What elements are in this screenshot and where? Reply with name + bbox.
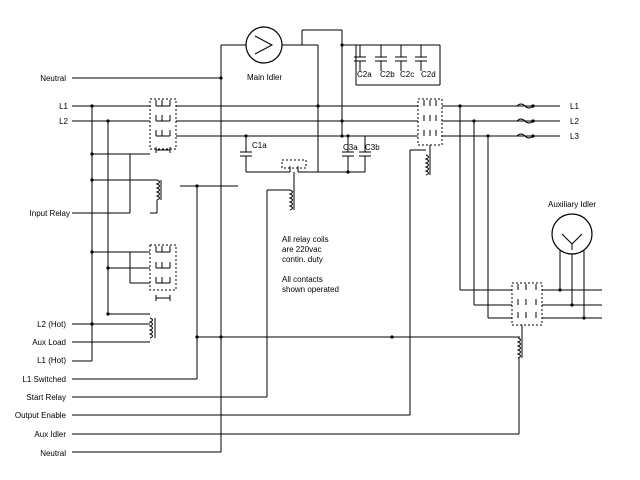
aux-enable-line	[180, 184, 520, 379]
note-line-4: All contacts	[282, 275, 323, 284]
label-output-enable: Output Enable	[15, 411, 67, 420]
label-aux-load: Aux Load	[32, 338, 66, 347]
label-l1-right: L1	[570, 102, 579, 111]
notes-block: All relay coils are 220vac contin. duty …	[282, 235, 339, 294]
label-l2-left: L2	[59, 117, 68, 126]
label-main-idler: Main Idler	[247, 73, 282, 82]
aux-relay-coil	[148, 317, 156, 339]
c1a-capacitor	[240, 134, 282, 173]
label-l2-hot: L2 (Hot)	[37, 320, 66, 329]
left-input-wires	[72, 77, 519, 453]
component-labels: Main Idler Auxiliary Idler C2a C2b C2c C…	[247, 70, 596, 209]
aux-feed-lines	[458, 104, 512, 319]
label-c3a: C3a	[343, 143, 358, 152]
label-l1-hot: L1 (Hot)	[37, 356, 66, 365]
label-auxiliary-idler: Auxiliary Idler	[548, 200, 596, 209]
label-aux-idler: Aux Idler	[34, 430, 66, 439]
label-c3b: C3b	[365, 143, 380, 152]
label-l1-left: L1	[59, 102, 68, 111]
label-c2a: C2a	[357, 70, 372, 79]
label-l2-right: L2	[570, 117, 579, 126]
auxiliary-idler-motor	[551, 213, 593, 320]
label-c2b: C2b	[380, 70, 395, 79]
label-c2d: C2d	[421, 70, 436, 79]
start-relay-contact	[281, 106, 319, 173]
left-terminal-labels: Neutral L1 L2 Input Relay L2 (Hot) Aux L…	[15, 74, 70, 458]
note-line-3: contin. duty	[282, 255, 323, 264]
aux-idler-coil	[516, 337, 523, 434]
c3-capacitors	[318, 134, 371, 174]
aux-contactor	[511, 282, 602, 338]
label-neutral-top: Neutral	[40, 74, 66, 83]
label-l3-right: L3	[570, 132, 579, 141]
note-line-5: shown operated	[282, 285, 339, 294]
output-enable-coil	[409, 149, 431, 415]
output-contactor	[417, 98, 443, 155]
main-bus-lines	[176, 103, 560, 139]
lower-contactor	[149, 244, 177, 301]
label-c2c: C2c	[400, 70, 414, 79]
c2-capacitor-bank	[340, 43, 441, 86]
left-vertical-buses	[90, 104, 150, 361]
label-input-relay: Input Relay	[30, 209, 70, 218]
start-relay-coil	[266, 172, 295, 397]
right-terminal-labels: L1 L2 L3	[570, 102, 579, 141]
input-contactor	[149, 98, 177, 153]
label-neutral-bottom: Neutral	[40, 449, 66, 458]
label-c1a: C1a	[252, 141, 267, 150]
note-line-2: are 220vac	[282, 245, 322, 254]
main-idler-motor	[245, 26, 344, 136]
label-start-relay: Start Relay	[26, 393, 66, 402]
label-l1-switched: L1 Switched	[22, 375, 66, 384]
note-line-1: All relay coils	[282, 235, 329, 244]
input-relay-coil	[150, 179, 162, 214]
